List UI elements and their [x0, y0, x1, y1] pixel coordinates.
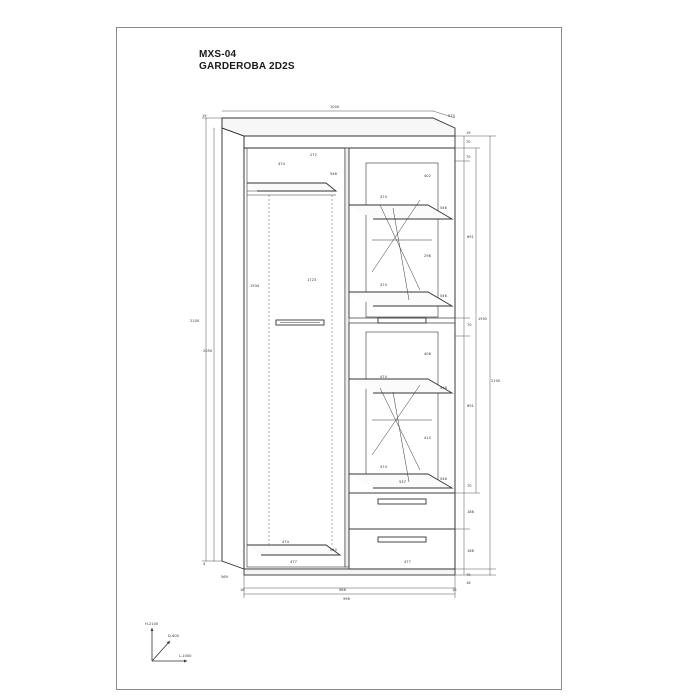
dim-right-shelf-width-2: 474	[380, 283, 388, 287]
dim-left-hanging-height: 1723	[307, 278, 316, 282]
dim-right-shelf-width-3: 474	[380, 375, 388, 379]
dim-left-total-height: 2100	[190, 319, 200, 323]
lower-shelf-1	[349, 378, 454, 394]
upper-shelf-2	[349, 291, 454, 307]
dim-left-inner-tall: 1934	[250, 284, 260, 288]
dim-left-inner-height: 2050	[203, 349, 213, 353]
right-lower-door	[348, 322, 456, 494]
dim-left-bottom-depth: 550	[330, 548, 338, 552]
dim-right-glass-lower: 410	[424, 436, 432, 440]
lower-glass-pattern	[371, 384, 432, 483]
dim-left-shelf-depth: 546	[330, 172, 338, 176]
upper-shelf-1	[349, 204, 454, 220]
dim-left-rail-offset: 272	[310, 153, 317, 157]
dim-plinth-height: 70	[466, 573, 471, 577]
dim-top-depth: 570	[448, 114, 456, 118]
model-name: GARDEROBA 2D2S	[199, 61, 295, 72]
dim-left-bottom-shelf: 474	[282, 540, 290, 544]
axis-indicator	[150, 628, 187, 663]
axis-height-label: H-2100	[145, 622, 159, 626]
axis-depth-label: D-600	[168, 634, 180, 638]
dim-right-shelf-depth-4: 546	[440, 477, 448, 481]
dim-bottom-left-thickness: 16	[240, 588, 245, 592]
dim-right-total-glass: 1592	[478, 317, 487, 321]
left-bottom-shelf	[247, 544, 342, 556]
dim-left-bottom-inner: 477	[290, 560, 297, 564]
dim-right-gap-70b: 70	[467, 484, 472, 488]
dim-right-top-gap: 70	[466, 140, 471, 144]
dim-right-shelf-width-4: 474	[380, 465, 388, 469]
dim-right-shelf-depth-1: 546	[440, 206, 448, 210]
dim-overall-width: 1000	[330, 105, 340, 109]
dim-right-shelf-depth-2: 546	[440, 294, 448, 298]
dim-bottom-right-thickness: 16	[452, 588, 457, 592]
drawer-lower-handle	[377, 536, 427, 543]
dim-drawer-2-height: 168	[467, 549, 475, 553]
dim-right-gap-70a: 70	[466, 155, 471, 159]
upper-glass-panel	[365, 162, 439, 318]
dim-base-depth: 569	[221, 575, 229, 579]
dim-right-glass-height-upper: 298	[424, 254, 432, 258]
center-divider	[344, 147, 350, 568]
axis-length-label: L-1000	[179, 654, 192, 658]
wardrobe-body	[221, 117, 456, 576]
dim-outer-width: 996	[343, 597, 351, 601]
dim-right-section-width: 537	[399, 480, 406, 484]
lower-shelf-2	[349, 473, 454, 489]
axis-depth-arrow	[151, 640, 171, 662]
top-edge	[221, 127, 245, 137]
dim-right-glass-middle: 408	[424, 352, 432, 356]
dim-right-total-height: 2100	[491, 379, 501, 383]
drawing-sheet	[116, 27, 562, 690]
dim-top-thickness: 19	[202, 114, 207, 118]
model-code: MXS-04	[199, 49, 237, 60]
dim-right-mid-gap: 70	[467, 323, 472, 327]
dimension-lines	[202, 111, 496, 598]
dim-right-door-height-lower: 691	[467, 404, 474, 408]
left-compartment	[246, 147, 346, 568]
upper-door-handle	[377, 317, 427, 324]
dim-plinth-thickness: 16	[466, 581, 471, 585]
dim-right-door-height-upper: 691	[467, 235, 474, 239]
left-side-panel	[221, 118, 245, 570]
dim-left-shelf-width: 474	[278, 162, 286, 166]
drawer-upper	[348, 492, 456, 530]
dim-inner-width: 966	[339, 588, 347, 592]
dim-right-shelf-width-1: 474	[380, 195, 388, 199]
dim-right-bottom-inner: 477	[404, 560, 411, 564]
plinth	[243, 568, 456, 576]
dim-right-glass-upper: 402	[424, 174, 431, 178]
dim-drawer-1-height: 188	[467, 510, 475, 514]
dimension-labels: 1000 570 19 2100 2050 474 272 546 1934 1…	[190, 105, 501, 601]
left-top-shelf	[247, 182, 338, 192]
top-panel	[221, 117, 456, 137]
dim-right-shelf-depth-3: 546	[440, 386, 448, 390]
dim-right-top-thickness: 19	[466, 131, 471, 135]
drawer-lower	[348, 528, 456, 570]
dim-base-height: 4	[203, 562, 206, 566]
upper-glass-pattern	[371, 199, 432, 301]
drawer-upper-handle	[377, 498, 427, 505]
